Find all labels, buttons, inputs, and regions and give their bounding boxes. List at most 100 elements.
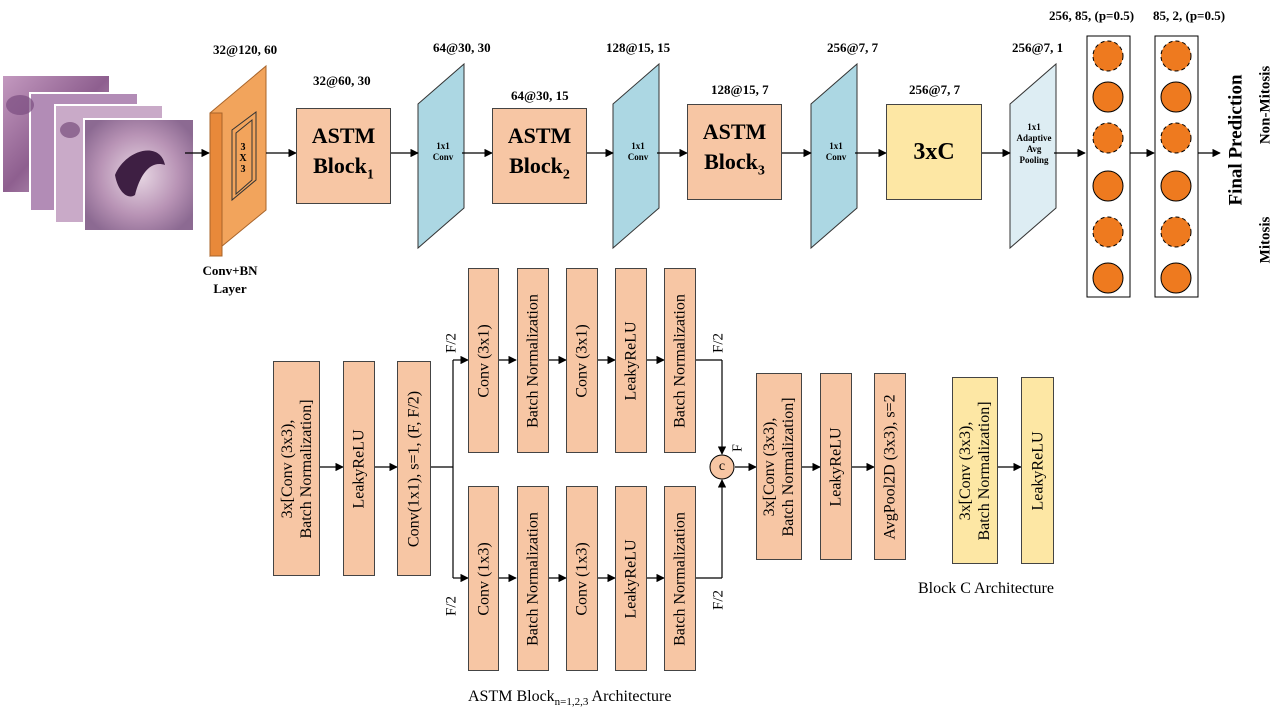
neuron-2-5 [1160,216,1192,248]
lower-bn-a-label: Batch Normalization [524,511,542,646]
block-c-label: 3xC [913,139,955,165]
pool-shape [1009,62,1057,250]
astm-post-conv-bn-label: 3x[Conv (3x3), Batch Normalization] [761,396,797,537]
half-label-upper-out-text: F/2 [710,332,727,354]
neuron-1-6 [1092,262,1124,294]
conv1x1-2-line1: 1x1 [631,141,645,151]
astm-block-2: ASTM Block2 [492,108,587,204]
conv-bn-label: Conv+BN Layer [190,262,270,298]
block1-dim: 32@60, 30 [313,73,371,88]
neuron-2-3 [1160,122,1192,154]
conv-bn-label-line1: Conv+BN [202,263,258,278]
fc1-dim: 256, 85, (p=0.5) [1049,8,1135,23]
lower-conv-1x3-a: Conv (1x3) [468,486,499,671]
input-image-stack [1,74,195,232]
conv1x1-shape-2 [612,62,660,250]
astm-pre-conv-bn: 3x[Conv (3x3), Batch Normalization] [273,361,320,576]
conv-bn-dim: 32@120, 60 [213,42,278,57]
astm-caption: ASTM Blockn=1,2,3 Architecture [468,688,671,708]
conv1x1-1-line1: 1x1 [436,141,450,151]
astm-post-leakyrelu: LeakyReLU [820,373,852,560]
conv1x1-label-2: 1x1 Conv [620,141,656,163]
mitotic-figure [115,150,165,197]
half-label-lower-in-text: F/2 [443,595,460,617]
fc2-dim: 85, 2, (p=0.5) [1153,8,1226,23]
astm-post-conv-bn: 3x[Conv (3x3), Batch Normalization] [756,373,802,560]
upper-bn-b-label: Batch Normalization [671,293,689,428]
lower-conv-1x3-a-label: Conv (1x3) [475,541,492,616]
upper-conv-3x1-a-label: Conv (3x1) [475,323,492,398]
final-prediction-box: Final Prediction [1222,45,1250,235]
astm-pre-leakyrelu: LeakyReLU [343,361,375,576]
neuron-2-4 [1160,170,1192,202]
full-label-text: F [730,444,746,452]
blockc-conv-bn-label: 3x[Conv (3x3), Batch Normalization] [957,400,993,541]
astm-block-1-title: ASTM [311,123,376,149]
concat-label: c [718,459,726,474]
pool-label-line1: 1x1 [1027,122,1041,132]
astm-block-1: ASTM Block1 [296,108,391,204]
conv1-dim: 64@30, 30 [433,40,491,55]
half-label-upper-in: F/2 [443,325,461,361]
astm-block-1-name: Block1 [313,151,374,190]
upper-leakyrelu: LeakyReLU [615,268,647,453]
lower-bn-a: Batch Normalization [517,486,549,671]
half-label-lower-out-text: F/2 [710,589,727,611]
neuron-1-4 [1092,170,1124,202]
astm-block-3-sub: 3 [757,163,765,179]
upper-bn-a: Batch Normalization [517,268,549,453]
conv1x1-2-line2: Conv [627,152,649,162]
astm-block-1-sub: 1 [366,167,374,183]
half-label-lower-out: F/2 [710,582,728,618]
final-prediction-label: Final Prediction [1225,74,1247,206]
full-label: F [730,438,746,458]
conv1x1-label-1: 1x1 Conv [425,141,461,163]
kernel-text: 3 X 3 [239,142,247,175]
kernel-label: 3 X 3 [236,142,250,175]
upper-conv-3x1-b: Conv (3x1) [566,268,598,453]
astm-block-3-word: Block [704,149,758,175]
astm-caption-tail: Architecture [588,688,672,705]
upper-leakyrelu-label: LeakyReLU [622,320,640,401]
lower-leakyrelu-label: LeakyReLU [622,538,640,619]
blockc-leakyrelu: LeakyReLU [1021,377,1054,564]
upper-bn-b: Batch Normalization [664,268,696,453]
conv1x1-label-3: 1x1 Conv [818,141,854,163]
astm-caption-sub: n=1,2,3 [554,696,589,709]
block2-dim: 64@30, 15 [511,88,569,103]
non-mitosis-label: Non-Mitosis [1257,65,1274,145]
pool-label-line3: Avg [1026,144,1042,154]
half-label-upper-in-text: F/2 [443,332,460,354]
fc-column-1 [1086,35,1131,298]
neurons [1092,40,1192,294]
mitosis-label: Mitosis [1257,216,1274,264]
astm-pre-conv-bn-label: 3x[Conv (3x3), Batch Normalization] [278,398,315,539]
astm-block-3-name: Block3 [704,147,765,186]
mitosis-box: Mitosis [1255,205,1277,275]
lower-leakyrelu: LeakyReLU [615,486,647,671]
half-label-lower-in: F/2 [443,588,461,624]
lower-bn-b: Batch Normalization [664,486,696,671]
half-label-upper-out: F/2 [710,325,728,361]
astm-block-3-title: ASTM [702,119,767,145]
pool-label-line4: Pooling [1019,155,1049,165]
astm-block-2-word: Block [509,153,563,179]
conv3-dim: 256@7, 7 [827,40,879,55]
upper-conv-3x1-a: Conv (3x1) [468,268,499,453]
blockc-dim: 256@7, 7 [909,82,961,97]
blockc-conv-bn: 3x[Conv (3x3), Batch Normalization] [952,377,998,564]
neuron-2-2 [1160,81,1192,113]
astm-block-1-word: Block [313,153,367,179]
concat-node [709,454,735,480]
conv1x1-shape-3 [810,62,858,250]
blockc-caption: Block C Architecture [918,580,1054,597]
lower-conv-1x3-b: Conv (1x3) [566,486,598,671]
pool-label: 1x1 Adaptive Avg Pooling [1008,122,1060,166]
lower-conv-1x3-b-label: Conv (1x3) [573,541,591,616]
neuron-1-5 [1092,216,1124,248]
neuron-1-2 [1092,81,1124,113]
pool-label-line2: Adaptive [1016,133,1052,143]
astm-block-2-title: ASTM [507,123,572,149]
astm-post-avgpool-label: AvgPool2D (3x3), s=2 [881,393,899,540]
